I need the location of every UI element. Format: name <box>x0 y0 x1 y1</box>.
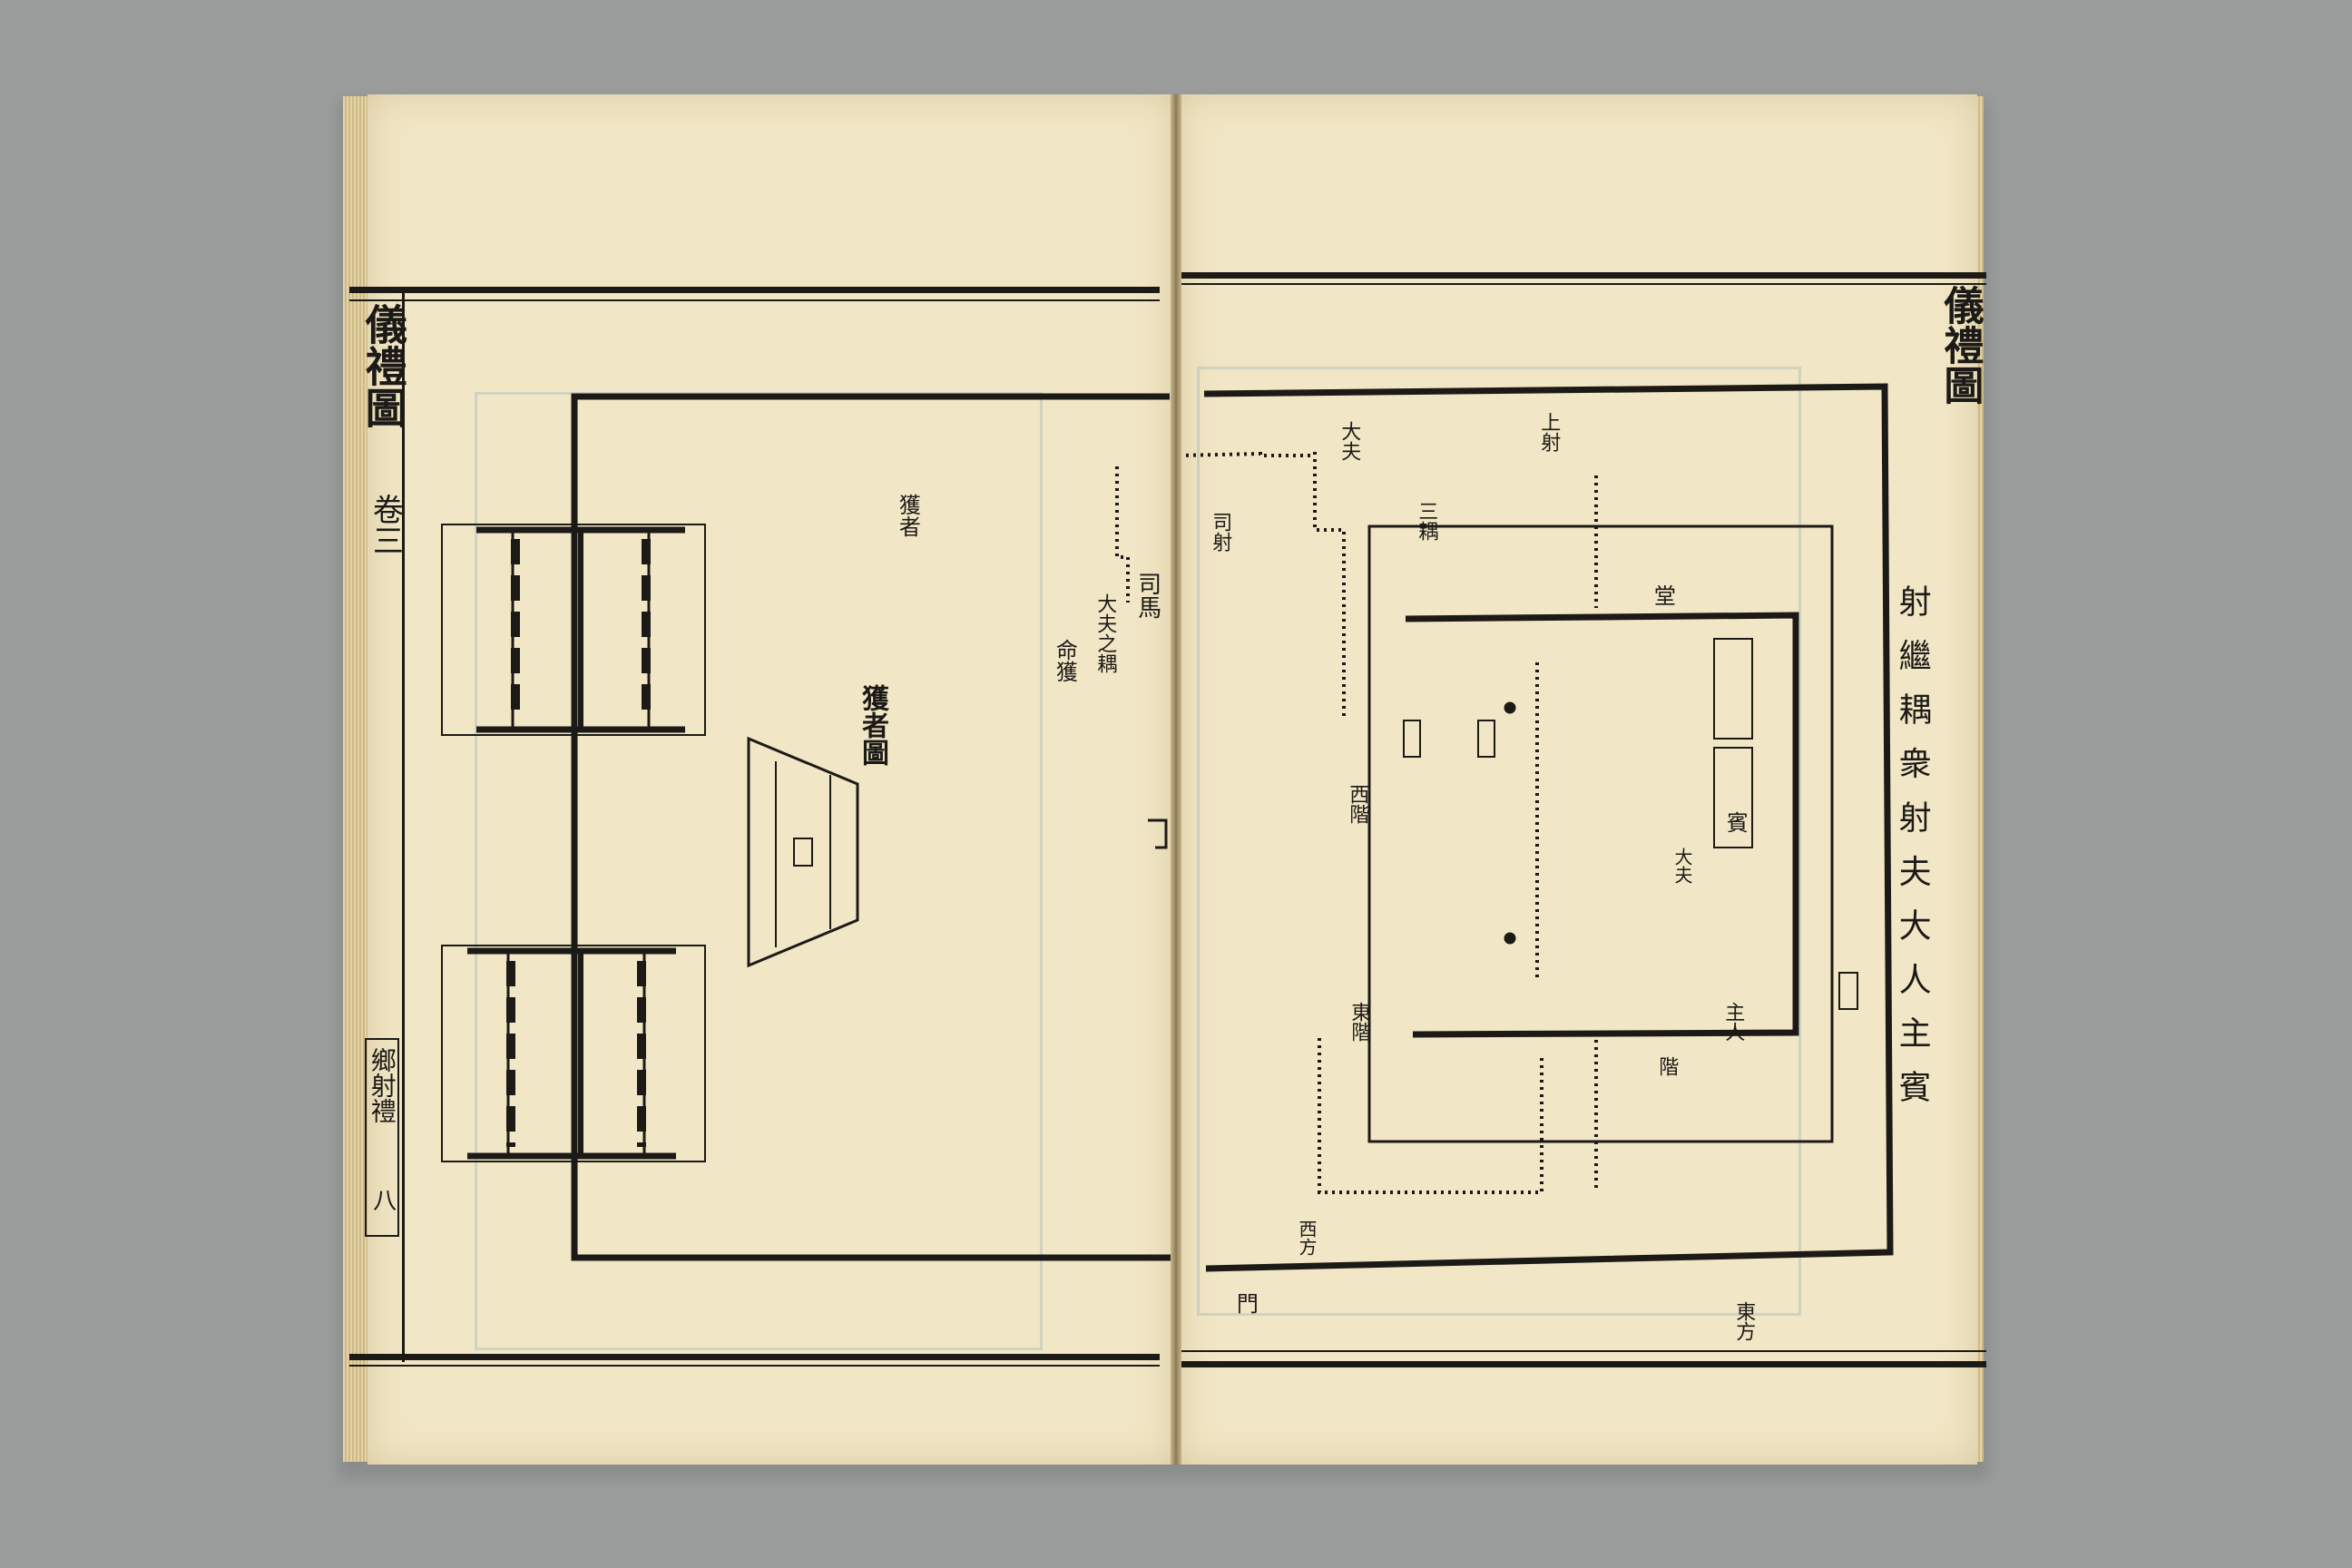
margin-section: 鄉射禮 <box>367 1047 397 1123</box>
bottom-rule-thin <box>1179 1350 1986 1352</box>
bleed-through <box>1197 367 1801 1316</box>
enclosure-wall <box>571 393 1173 1261</box>
dotted-path-b <box>1313 452 1346 720</box>
margin-divider <box>402 287 405 1362</box>
label-zhuren: 主人 <box>1721 1002 1745 1042</box>
margin-title: 儀禮圖 <box>1936 285 1984 405</box>
margin-volume: 卷三 <box>367 494 404 555</box>
label-sima: 司馬 <box>1133 572 1161 619</box>
label-si-she: 司射 <box>1209 512 1232 552</box>
label-san-ou: 三耦 <box>1415 501 1438 541</box>
label-tang: 堂 <box>1650 584 1676 606</box>
label-men: 門 <box>1232 1292 1259 1314</box>
dotted-path-a <box>1179 451 1315 457</box>
inner-hall <box>1405 612 1799 1038</box>
label-xi-jie: 西階 <box>1346 784 1369 824</box>
diagram-title: 獲者圖 <box>857 684 888 766</box>
book-gutter <box>1171 94 1181 1465</box>
label-bin: 賓 <box>1722 811 1749 833</box>
top-rule <box>1179 272 1986 279</box>
label-ming-huo: 命獲 <box>1052 639 1078 682</box>
left-diagram <box>441 393 1173 1261</box>
dotted-path-e <box>1318 1038 1544 1194</box>
screen-platform <box>747 736 859 968</box>
target-lower <box>441 945 706 1162</box>
label-dong-jie: 東階 <box>1348 1002 1371 1042</box>
top-rule-thin <box>1179 283 1986 285</box>
margin-page-number: 八 <box>368 1188 397 1211</box>
left-page: 儀禮圖 卷三 鄉射禮 八 <box>349 94 1173 1465</box>
margin-section-box <box>365 1038 399 1237</box>
header-line: 射 繼 耦 衆 射 夫 大 人 主 賓 <box>1893 584 1931 1108</box>
label-dafu-inner: 大夫 <box>1671 848 1693 884</box>
label-dafu-zhi-ou: 大夫之耦 <box>1093 593 1117 673</box>
outer-wall <box>1203 383 1894 1272</box>
bottom-rule <box>1179 1361 1986 1367</box>
label-xi-fang: 西方 <box>1296 1220 1318 1256</box>
top-rule-thin <box>349 299 1160 301</box>
label-dong-fang: 東方 <box>1732 1301 1756 1341</box>
top-rule <box>349 287 1160 293</box>
label-huo-zhe: 獲者 <box>895 494 921 537</box>
label-dafu: 大夫 <box>1338 421 1361 461</box>
bottom-rule <box>349 1354 1160 1360</box>
bottom-rule-thin <box>349 1365 1160 1367</box>
dotted-path <box>1115 466 1130 603</box>
middle-court <box>1367 524 1834 1143</box>
right-diagram <box>1179 383 1894 1272</box>
label-shang-she: 上射 <box>1537 412 1561 452</box>
target-upper <box>441 524 706 736</box>
right-page: 儀禮圖 射 繼 耦 衆 射 夫 大 人 主 賓 <box>1179 94 1986 1465</box>
label-jie: 階 <box>1655 1056 1679 1076</box>
margin-title: 儀禮圖 <box>358 303 408 428</box>
